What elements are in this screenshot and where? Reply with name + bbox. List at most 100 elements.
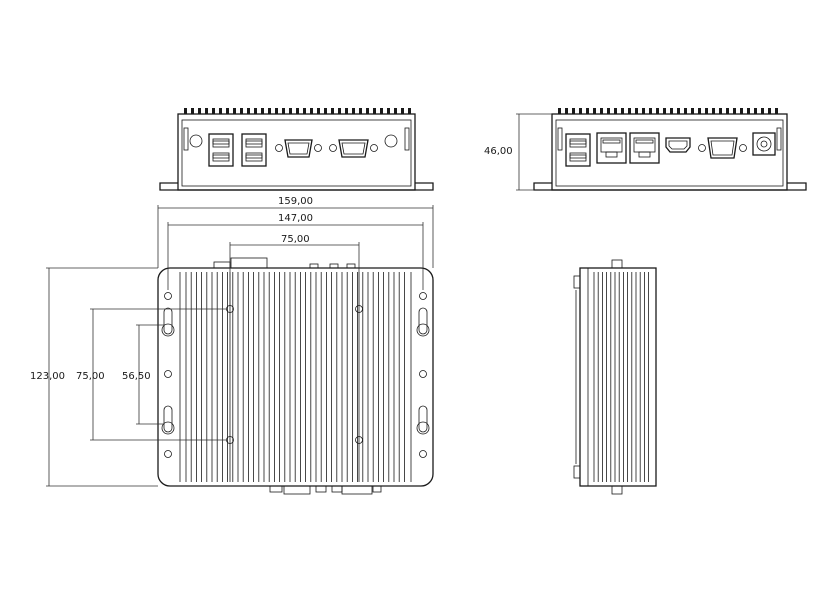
ethernet-port-1 — [596, 132, 627, 164]
fin-tooth — [712, 108, 715, 114]
front-right-hole — [384, 134, 398, 148]
fin-tooth — [275, 108, 278, 114]
rear-usb-port-pair — [565, 133, 591, 167]
fin-tooth — [726, 108, 729, 114]
fin-tooth — [359, 108, 362, 114]
overall-height-dimension: 123,00 — [30, 267, 158, 487]
depth-label: 46,00 — [484, 146, 513, 157]
fin-tooth — [261, 108, 264, 114]
mount-hole — [355, 305, 363, 313]
inner-width-dimension: 147,00 — [167, 213, 424, 290]
fin-tooth — [761, 108, 764, 114]
fin-tooth — [205, 108, 208, 114]
fin-tooth — [387, 108, 390, 114]
fin-tooth — [670, 108, 673, 114]
overall-width-dimension: 159,00 — [157, 196, 434, 268]
rear-flange — [533, 182, 807, 191]
front-heatsink-fins — [184, 108, 411, 114]
fin-tooth — [268, 108, 271, 114]
fin-tooth — [184, 108, 187, 114]
fin-tooth — [254, 108, 257, 114]
mount-width-label: 75,00 — [281, 234, 310, 245]
vga-port — [698, 137, 747, 159]
fin-tooth — [282, 108, 285, 114]
serial-port-1 — [275, 139, 322, 158]
fin-tooth — [317, 108, 320, 114]
rear-view — [533, 108, 807, 191]
usb-port-pair-2 — [241, 133, 267, 167]
front-panel — [181, 119, 412, 187]
slot-height-dimension: 56,50 — [122, 324, 164, 425]
fin-tooth — [621, 108, 624, 114]
fin-tooth — [684, 108, 687, 114]
fin-tooth — [296, 108, 299, 114]
usb-port-pair-1 — [208, 133, 234, 167]
mount-hole — [226, 436, 234, 444]
side-view — [573, 259, 657, 495]
fin-tooth — [754, 108, 757, 114]
fin-tooth — [768, 108, 771, 114]
mount-width-dimension: 75,00 — [229, 234, 360, 305]
fin-tooth — [408, 108, 411, 114]
fin-tooth — [373, 108, 376, 114]
fin-tooth — [740, 108, 743, 114]
front-left-hole — [189, 134, 203, 148]
serial-port-2 — [329, 139, 378, 158]
mount-height-dimension: 75,00 — [76, 308, 226, 441]
depth-dimension: 46,00 — [484, 113, 552, 191]
top-view — [157, 257, 434, 495]
fin-tooth — [663, 108, 666, 114]
fin-tooth — [219, 108, 222, 114]
front-flange — [159, 182, 434, 191]
side-heatsink-fins — [593, 272, 649, 482]
fin-tooth — [649, 108, 652, 114]
fin-tooth — [586, 108, 589, 114]
fin-tooth — [380, 108, 383, 114]
fin-tooth — [628, 108, 631, 114]
ethernet-port-2 — [629, 132, 660, 164]
fin-tooth — [212, 108, 215, 114]
fin-tooth — [593, 108, 596, 114]
front-left-slot — [183, 127, 189, 151]
fin-tooth — [226, 108, 229, 114]
front-view — [159, 108, 434, 191]
inner-width-label: 147,00 — [278, 213, 313, 224]
fin-tooth — [338, 108, 341, 114]
hdmi-port — [665, 137, 691, 153]
fin-tooth — [558, 108, 561, 114]
overall-width-label: 159,00 — [278, 196, 313, 207]
rear-right-slot — [776, 127, 782, 151]
fin-tooth — [565, 108, 568, 114]
fin-tooth — [691, 108, 694, 114]
fin-tooth — [607, 108, 610, 114]
fin-tooth — [401, 108, 404, 114]
rear-heatsink-fins — [558, 108, 778, 114]
fin-tooth — [233, 108, 236, 114]
fin-tooth — [579, 108, 582, 114]
fin-tooth — [198, 108, 201, 114]
fin-tooth — [303, 108, 306, 114]
mount-hole — [226, 305, 234, 313]
fin-tooth — [247, 108, 250, 114]
fin-tooth — [614, 108, 617, 114]
top-heatsink-fins — [185, 272, 405, 482]
fin-tooth — [635, 108, 638, 114]
front-right-slot — [404, 127, 410, 151]
rear-left-slot — [557, 127, 563, 151]
overall-height-label: 123,00 — [30, 371, 65, 382]
fin-tooth — [240, 108, 243, 114]
power-jack — [752, 132, 776, 156]
mount-hole — [355, 436, 363, 444]
fin-tooth — [289, 108, 292, 114]
slot-height-label: 56,50 — [122, 371, 151, 382]
rear-panel — [555, 119, 784, 187]
fin-tooth — [310, 108, 313, 114]
fin-tooth — [324, 108, 327, 114]
fin-tooth — [345, 108, 348, 114]
mount-height-label: 75,00 — [76, 371, 105, 382]
fin-tooth — [698, 108, 701, 114]
fin-tooth — [775, 108, 778, 114]
fin-tooth — [705, 108, 708, 114]
fin-tooth — [191, 108, 194, 114]
